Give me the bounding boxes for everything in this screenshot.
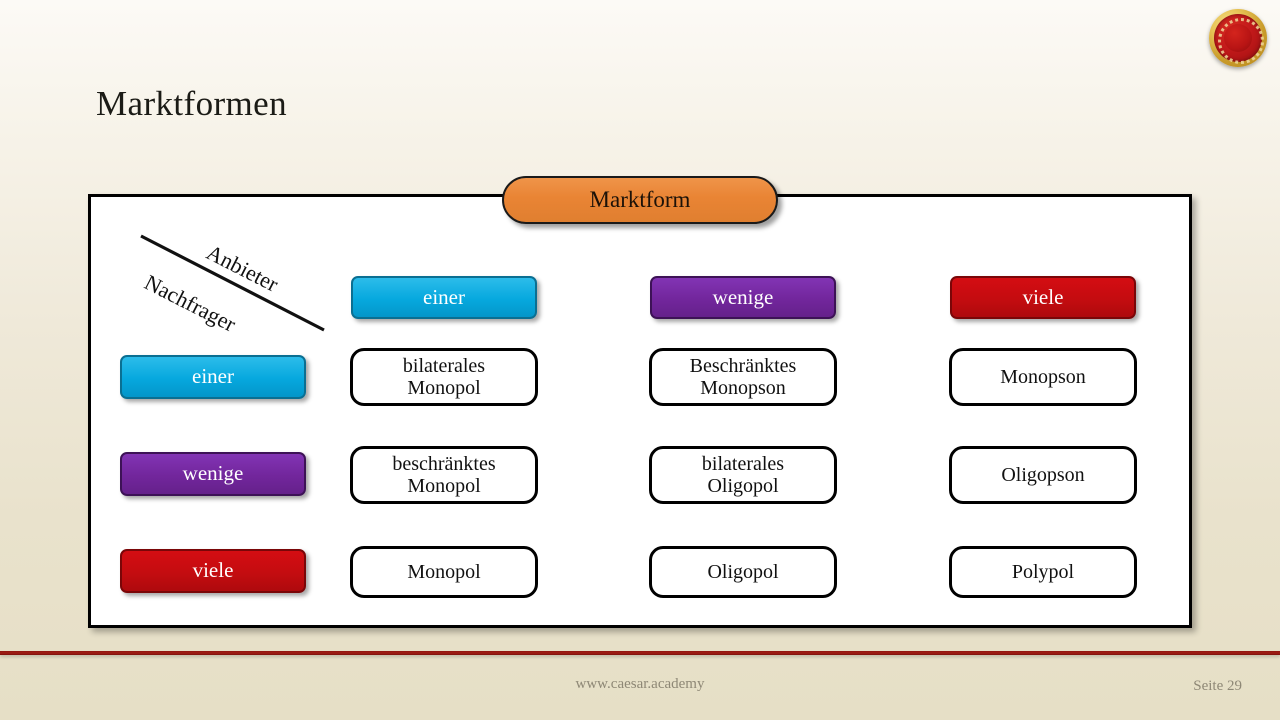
row-header-viele[interactable]: viele — [120, 549, 306, 593]
cell-line-1: Polypol — [1011, 560, 1075, 583]
page-title: Marktformen — [96, 84, 288, 123]
cell-line-1: Oligopol — [707, 560, 779, 583]
column-header-einer[interactable]: einer — [351, 276, 537, 319]
cell-line-1: bilaterales — [402, 354, 486, 377]
row-header-einer[interactable]: einer — [120, 355, 306, 399]
axis-divider-line — [140, 234, 325, 332]
column-header-wenige[interactable]: wenige — [650, 276, 836, 319]
footer-page-number: Seite 29 — [1193, 678, 1242, 694]
cell-line-2: Monopson — [700, 377, 786, 399]
cell-line-1: Beschränktes — [689, 354, 797, 377]
cell-line-1: Monopson — [1000, 365, 1086, 388]
cell-line-1: Oligopson — [1001, 463, 1085, 486]
matrix-cell-r1c3[interactable]: Monopson — [949, 348, 1137, 406]
matrix-cell-r2c3[interactable]: Oligopson — [949, 446, 1137, 504]
laurel-wreath-icon — [1218, 18, 1264, 64]
matrix-cell-r3c1[interactable]: Monopol — [350, 546, 538, 598]
footer-url[interactable]: www.caesar.academy — [575, 676, 705, 692]
cell-line-2: Oligopol — [707, 475, 779, 497]
logo-core — [1224, 24, 1252, 52]
cell-line-2: Monopol — [407, 475, 481, 497]
matrix-cell-r3c2[interactable]: Oligopol — [649, 546, 837, 598]
matrix-cell-r3c3[interactable]: Polypol — [949, 546, 1137, 598]
cell-line-2: Monopol — [407, 377, 481, 399]
caesar-academy-logo — [1209, 9, 1267, 67]
cell-line-1: beschränktes — [392, 452, 496, 475]
cell-line-1: Monopol — [407, 560, 481, 583]
footer-divider — [0, 651, 1280, 655]
row-header-wenige[interactable]: wenige — [120, 452, 306, 496]
column-header-viele[interactable]: viele — [950, 276, 1136, 319]
marktform-header-pill: Marktform — [502, 176, 778, 224]
cell-line-1: bilaterales — [701, 452, 785, 475]
